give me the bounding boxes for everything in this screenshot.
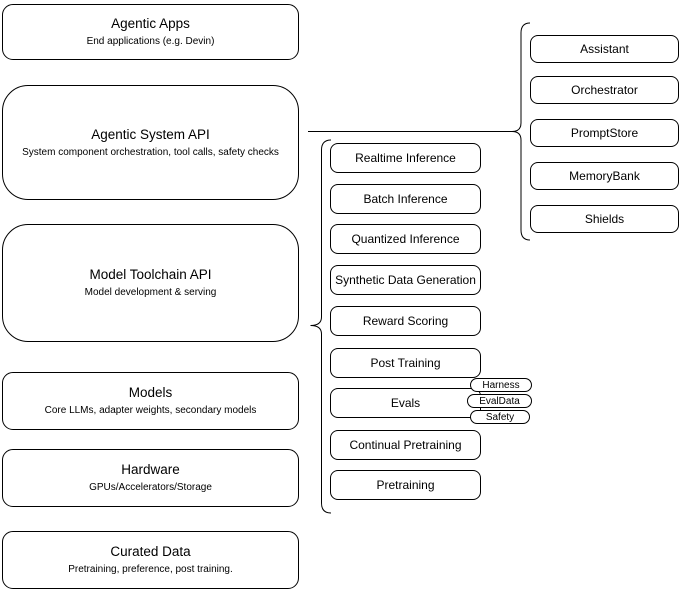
node-synthetic-data-generation: Synthetic Data Generation (330, 265, 481, 295)
node-batch-inference: Batch Inference (330, 184, 481, 214)
node-subtitle: Core LLMs, adapter weights, secondary mo… (44, 405, 257, 416)
tag-evaldata: EvalData (467, 394, 532, 408)
node-subtitle: End applications (e.g. Devin) (86, 36, 215, 47)
node-subtitle: Model development & serving (84, 287, 217, 298)
node-agentic-apps: Agentic Apps End applications (e.g. Devi… (2, 4, 299, 60)
system-components-bracket (511, 22, 531, 241)
node-subtitle: GPUs/Accelerators/Storage (89, 482, 212, 493)
node-memorybank: MemoryBank (530, 162, 679, 190)
node-subtitle: System component orchestration, tool cal… (22, 146, 279, 158)
node-post-training: Post Training (330, 348, 481, 378)
node-promptstore: PromptStore (530, 119, 679, 147)
toolchain-bracket (310, 139, 332, 514)
node-quantized-inference: Quantized Inference (330, 224, 481, 254)
node-curated-data: Curated Data Pretraining, preference, po… (2, 531, 299, 589)
node-subtitle: Pretraining, preference, post training. (68, 564, 233, 575)
node-title: Model Toolchain API (89, 267, 212, 282)
node-reward-scoring: Reward Scoring (330, 306, 481, 336)
node-assistant: Assistant (530, 35, 679, 63)
node-title: Curated Data (110, 544, 191, 559)
tag-harness: Harness (470, 378, 532, 392)
node-continual-pretraining: Continual Pretraining (330, 430, 481, 460)
node-hardware: Hardware GPUs/Accelerators/Storage (2, 449, 299, 507)
node-title: Hardware (121, 462, 180, 477)
node-models: Models Core LLMs, adapter weights, secon… (2, 372, 299, 430)
node-pretraining: Pretraining (330, 470, 481, 500)
tag-safety: Safety (470, 410, 530, 424)
node-title: Models (128, 385, 173, 400)
node-realtime-inference: Realtime Inference (330, 143, 481, 173)
node-evals: Evals (330, 388, 481, 418)
node-model-toolchain-api: Model Toolchain API Model development & … (2, 224, 299, 342)
node-title: Agentic Apps (111, 16, 190, 31)
node-agentic-system-api: Agentic System API System component orch… (2, 85, 299, 200)
node-shields: Shields (530, 205, 679, 233)
node-title: Agentic System API (91, 126, 210, 142)
node-orchestrator: Orchestrator (530, 76, 679, 104)
